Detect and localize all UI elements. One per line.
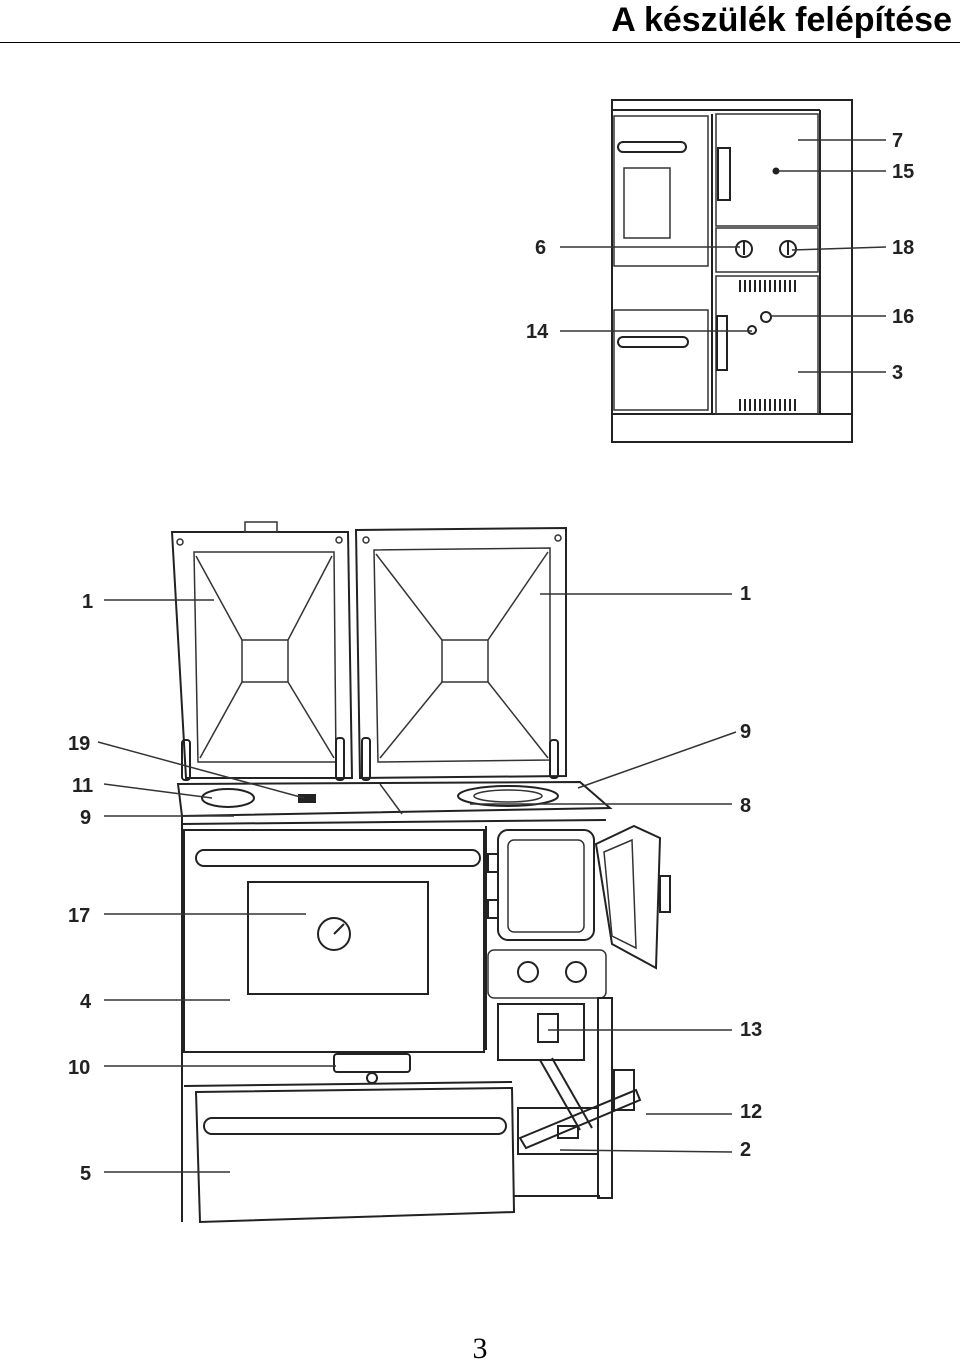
label-5: 5 bbox=[80, 1163, 91, 1185]
front-view-drawing bbox=[560, 99, 887, 443]
label-9-left: 9 bbox=[80, 807, 91, 829]
label-14: 14 bbox=[526, 321, 549, 343]
label-17: 17 bbox=[68, 905, 90, 927]
label-16: 16 bbox=[892, 306, 914, 328]
label-1-left: 1 bbox=[82, 591, 93, 613]
page-number: 3 bbox=[472, 1332, 488, 1365]
stove-diagram: 7 15 6 18 14 16 3 bbox=[68, 99, 914, 1224]
perspective-view-labels: 1 1 19 9 11 8 9 17 4 13 10 12 2 5 bbox=[68, 583, 762, 1185]
label-2: 2 bbox=[740, 1139, 751, 1161]
page-title: A készülék felépítése bbox=[611, 1, 952, 39]
label-15: 15 bbox=[892, 161, 914, 183]
label-1-right: 1 bbox=[740, 583, 751, 605]
label-8: 8 bbox=[740, 795, 751, 817]
label-19: 19 bbox=[68, 733, 90, 755]
label-9-right: 9 bbox=[740, 721, 751, 743]
title-rule bbox=[0, 42, 960, 43]
label-18: 18 bbox=[892, 237, 914, 259]
front-view-labels: 7 15 6 18 14 16 3 bbox=[526, 130, 914, 384]
perspective-view-drawing bbox=[97, 521, 737, 1224]
label-3: 3 bbox=[892, 362, 903, 384]
label-7: 7 bbox=[892, 130, 903, 152]
label-13: 13 bbox=[740, 1019, 762, 1041]
label-12: 12 bbox=[740, 1101, 762, 1123]
label-10: 10 bbox=[68, 1057, 90, 1079]
label-6: 6 bbox=[535, 237, 546, 259]
label-4: 4 bbox=[80, 991, 92, 1013]
label-11: 11 bbox=[72, 775, 93, 797]
